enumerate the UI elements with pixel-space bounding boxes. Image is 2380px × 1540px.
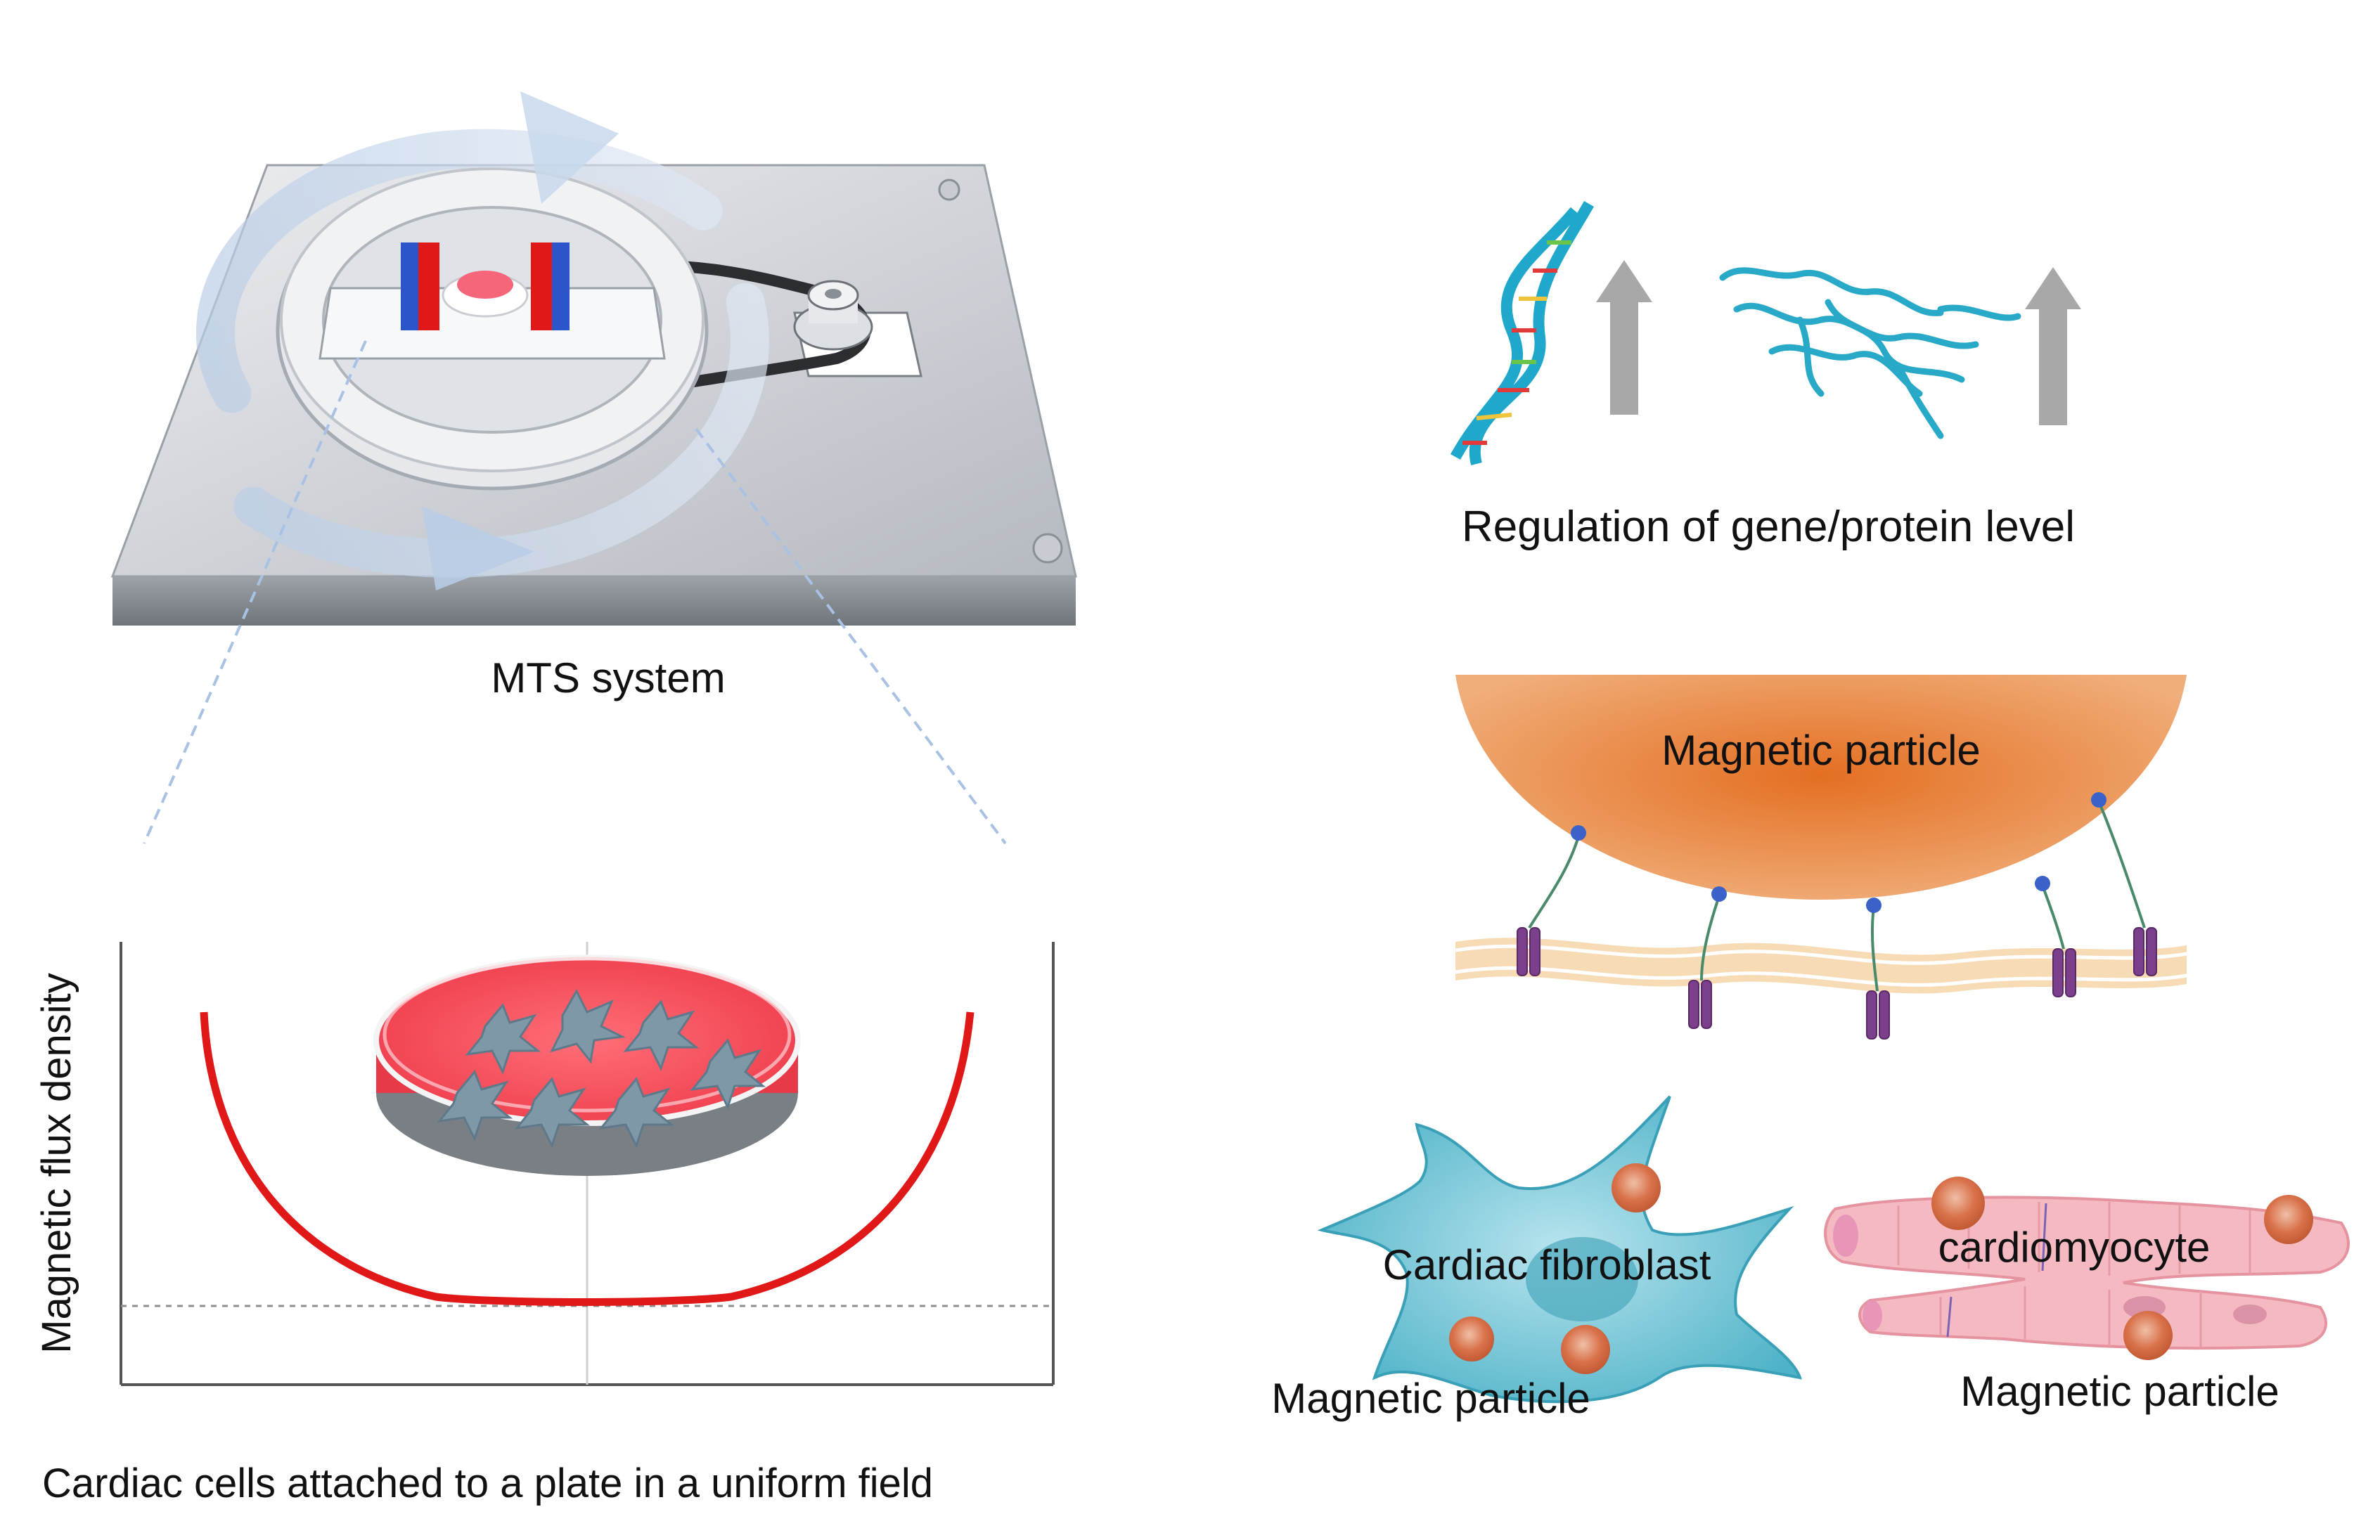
magnet-left	[401, 242, 439, 330]
cardiomyocyte-particles	[1931, 1177, 2313, 1360]
cardiomyocyte-label: cardiomyocyte	[1938, 1224, 2211, 1271]
y-axis-label: Magnetic flux density	[34, 973, 79, 1354]
magnetic-particle-large	[1455, 675, 2187, 900]
membrane	[1455, 938, 2187, 994]
petri-dish-icon	[373, 955, 801, 1176]
magnetic-particle-label-cardiomyocyte: Magnetic particle	[1960, 1368, 2279, 1415]
cardiac-fibroblast-label: Cardiac fibroblast	[1383, 1241, 1711, 1288]
mts-system-label: MTS system	[491, 654, 725, 701]
protein-icon	[1719, 267, 2021, 439]
regulation-label: Regulation of gene/protein level	[1462, 503, 2075, 551]
field-plot: Magnetic flux density	[34, 942, 1055, 1386]
magnet-right	[531, 242, 570, 330]
up-arrow-icon	[1596, 260, 1652, 415]
binding-beads	[1571, 792, 2106, 913]
plate-caption: Cardiac cells attached to a plate in a u…	[42, 1461, 933, 1506]
fibroblast-cell-icon	[1317, 1095, 1802, 1404]
fibroblast-particles	[1449, 1163, 1661, 1374]
magnetic-particle-label-fibroblast: Magnetic particle	[1271, 1375, 1590, 1422]
zoom-line-left	[143, 340, 367, 844]
receptor-icon	[1517, 927, 2157, 1040]
cardiomyocyte-cell-icon	[1824, 1196, 2350, 1350]
magnetic-particle-label-large: Magnetic particle	[1661, 727, 1981, 774]
up-arrow-icon	[2025, 267, 2081, 425]
receptor-tethers	[1528, 801, 2146, 992]
mts-device-illustration	[110, 91, 1077, 626]
zoom-line-right	[695, 427, 1007, 845]
field-curve	[200, 1011, 974, 1306]
dna-icon	[1450, 201, 1594, 465]
